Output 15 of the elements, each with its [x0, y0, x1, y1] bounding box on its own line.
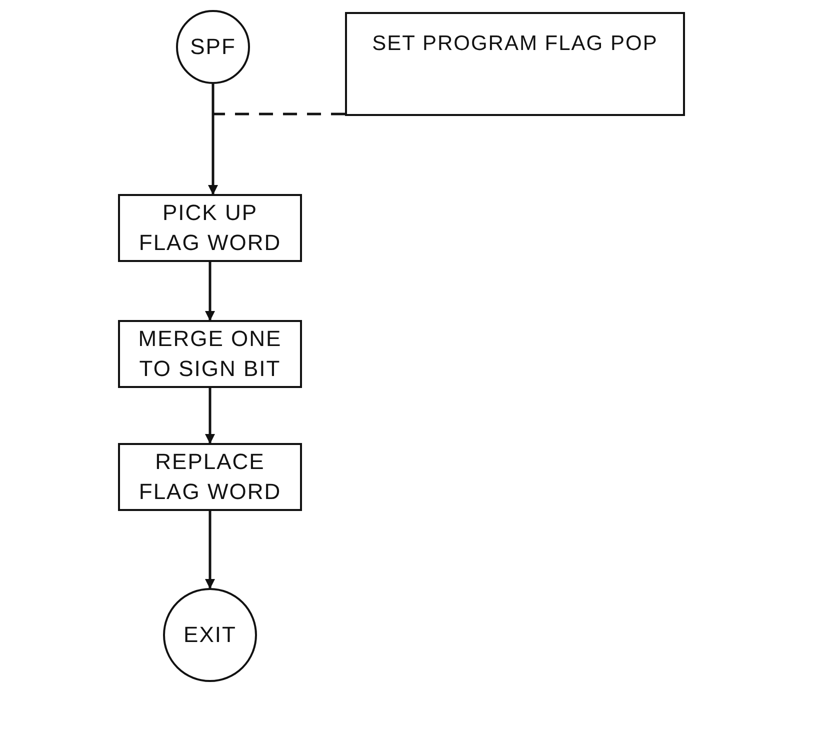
arrow [205, 262, 215, 321]
node-text: SET PROGRAM FLAG POP [372, 31, 658, 57]
node-text: MERGE ONE TO SIGN BIT [137, 325, 283, 383]
note-box [345, 12, 685, 116]
node-text: SPF [190, 33, 236, 62]
arrow [208, 84, 218, 195]
dashed-connector [213, 112, 345, 116]
arrow [205, 511, 215, 589]
node-text: REPLACE FLAG WORD [138, 448, 282, 506]
process-box [118, 194, 302, 262]
process-box [118, 320, 302, 388]
node-text: PICK UP FLAG WORD [138, 199, 282, 257]
process-box [118, 443, 302, 511]
node-text: EXIT [184, 621, 236, 650]
arrow [205, 388, 215, 444]
